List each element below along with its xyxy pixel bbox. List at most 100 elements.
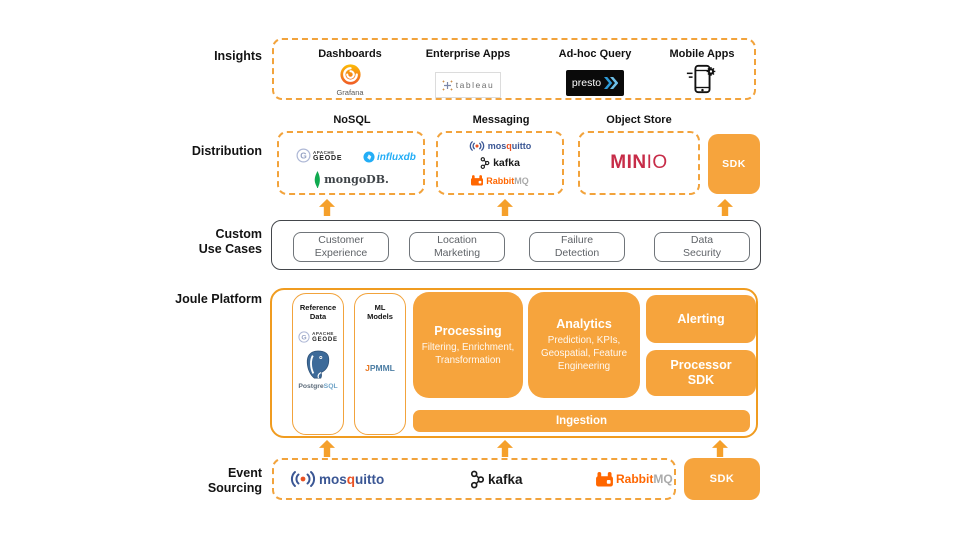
row-label-custom-use-cases: Custom Use Cases xyxy=(110,227,262,257)
nosql-panel: G APACHE GEODE influxdb mongoDB. xyxy=(277,131,425,195)
row-label-event-line1: Event xyxy=(227,466,262,480)
insights-col-enterprise-apps: Enterprise Apps tableau xyxy=(418,48,518,98)
event-sourcing-sdk-box: SDK xyxy=(684,458,760,500)
row-label-joule-platform: Joule Platform xyxy=(175,292,262,306)
minio-logo: MINIO xyxy=(580,133,698,193)
gear-icon xyxy=(706,67,716,76)
grafana-logo: Grafana xyxy=(300,62,400,97)
kafka-logo-small: kafka xyxy=(438,156,562,170)
distribution-sdk-box: SDK xyxy=(708,134,760,194)
analytics-subtitle: Prediction, KPIs, Geospatial, Feature En… xyxy=(540,335,628,372)
nosql-label: NoSQL xyxy=(333,114,371,126)
reference-data-title-line1: Reference xyxy=(299,303,337,312)
geode-apache-text: APACHE xyxy=(313,149,335,155)
row-label-insights: Insights xyxy=(214,49,262,63)
rabbitmq-icon xyxy=(471,175,484,186)
minio-wordmark-bold: MIN xyxy=(610,152,647,173)
object-store-panel: MINIO xyxy=(578,131,700,195)
mosquitto-text-post: uitto xyxy=(511,141,532,151)
presto-chevrons-icon xyxy=(604,77,619,89)
use-case-failure-detection: Failure Detection xyxy=(529,232,625,262)
up-arrow xyxy=(497,199,513,216)
adhoc-query-label: Ad-hoc Query xyxy=(558,48,632,60)
mosquitto-logo-small: mosquitto xyxy=(438,140,562,152)
influxdb-logo: influxdb xyxy=(363,151,416,163)
apache-geode-logo: G APACHE GEODE xyxy=(293,331,343,343)
mosquitto-logo-large: mosquitto xyxy=(290,460,384,498)
row-label-event-sourcing: Event Sourcing xyxy=(110,466,262,496)
tableau-logo: tableau xyxy=(435,72,501,98)
row-label-custom-line1: Custom xyxy=(215,227,262,241)
row-label-distribution: Distribution xyxy=(191,144,262,158)
rabbitmq-logo-small: RabbitMQ xyxy=(438,175,562,186)
up-arrow xyxy=(717,199,733,216)
ml-models-title-line1: ML xyxy=(374,303,386,312)
joule-platform-panel: Reference Data G APACHE GEODE xyxy=(270,288,758,438)
mosquitto-icon xyxy=(469,141,484,151)
enterprise-apps-label: Enterprise Apps xyxy=(425,48,511,60)
processing-subtitle: Filtering, Enrichment, Transformation xyxy=(421,341,515,366)
processor-sdk-box: Processor SDK xyxy=(646,350,756,396)
use-case-data-security: Data Security xyxy=(654,232,750,262)
presto-logo: presto xyxy=(566,70,624,96)
use-case-location-marketing: Location Marketing xyxy=(409,232,505,262)
insights-col-mobile-apps: Mobile Apps xyxy=(652,48,752,96)
kafka-logo-large: kafka xyxy=(470,460,523,498)
processing-box: Processing Filtering, Enrichment, Transf… xyxy=(413,292,523,398)
kafka-icon xyxy=(480,157,490,169)
svg-text:G: G xyxy=(302,334,307,341)
alerting-title: Alerting xyxy=(677,311,725,326)
up-arrow xyxy=(319,199,335,216)
rabbitmq-text-orange: Rabbit xyxy=(486,175,515,186)
mosquitto-text-q: q xyxy=(506,141,512,151)
mobile-phone-icon xyxy=(686,64,716,94)
processor-sdk-line1: Processor xyxy=(670,358,732,372)
row-label-event-line2: Sourcing xyxy=(207,481,262,495)
mongodb-leaf-icon xyxy=(314,171,321,188)
custom-use-cases-panel: Customer Experience Location Marketing F… xyxy=(271,220,761,270)
row-label-custom-line2: Use Cases xyxy=(198,242,262,256)
insights-col-adhoc-query: Ad-hoc Query presto xyxy=(545,48,645,96)
kafka-icon xyxy=(470,470,485,488)
reference-data-title-line2: Data xyxy=(309,312,327,321)
grafana-icon xyxy=(339,64,361,85)
processor-sdk-line2: SDK xyxy=(687,373,715,387)
messaging-label: Messaging xyxy=(472,114,530,126)
grafana-wordmark: Grafana xyxy=(336,88,364,97)
use-case-customer-experience: Customer Experience xyxy=(293,232,389,262)
analytics-box: Analytics Prediction, KPIs, Geospatial, … xyxy=(528,292,640,398)
rabbitmq-logo-large: RabbitMQ xyxy=(596,460,673,498)
influxdb-wordmark: influxdb xyxy=(377,151,416,163)
geode-icon: G xyxy=(298,331,310,343)
mongodb-logo: mongoDB. xyxy=(279,171,423,188)
dashboards-label: Dashboards xyxy=(318,48,382,60)
insights-col-dashboards: Dashboards Grafana xyxy=(300,48,400,97)
messaging-panel: mosquitto kafka xyxy=(436,131,564,195)
event-sourcing-panel: mosquitto kafka RabbitMQ xyxy=(272,458,676,500)
postgresql-elephant-icon xyxy=(306,350,330,379)
up-arrow xyxy=(712,440,728,457)
mosquitto-icon xyxy=(290,471,316,487)
processing-title: Processing xyxy=(434,323,502,338)
insights-panel: Dashboards Grafana Enterprise Apps xyxy=(272,38,756,100)
geode-letter: G xyxy=(300,150,307,160)
reference-data-box: Reference Data G APACHE GEODE xyxy=(292,293,344,435)
tableau-icon xyxy=(442,80,453,90)
postgresql-wordmark: PostgreSQL xyxy=(298,383,338,390)
ingestion-title: Ingestion xyxy=(555,414,608,427)
geode-wordmark: GEODE xyxy=(313,154,343,162)
jpmml-logo: JPMML xyxy=(365,363,395,373)
ingestion-bar: Ingestion xyxy=(413,410,750,432)
analytics-title: Analytics xyxy=(556,317,612,331)
mobile-apps-label: Mobile Apps xyxy=(669,48,735,60)
influxdb-icon xyxy=(363,151,375,163)
alerting-box: Alerting xyxy=(646,295,756,343)
rabbitmq-text-gray: MQ xyxy=(514,175,529,186)
mosquitto-text-pre: mos xyxy=(487,141,507,151)
kafka-wordmark: kafka xyxy=(493,157,520,169)
ml-models-box: ML Models JPMML xyxy=(354,293,406,435)
presto-wordmark: presto xyxy=(571,77,602,89)
geode-icon: G xyxy=(296,148,311,163)
up-arrow xyxy=(497,440,513,457)
